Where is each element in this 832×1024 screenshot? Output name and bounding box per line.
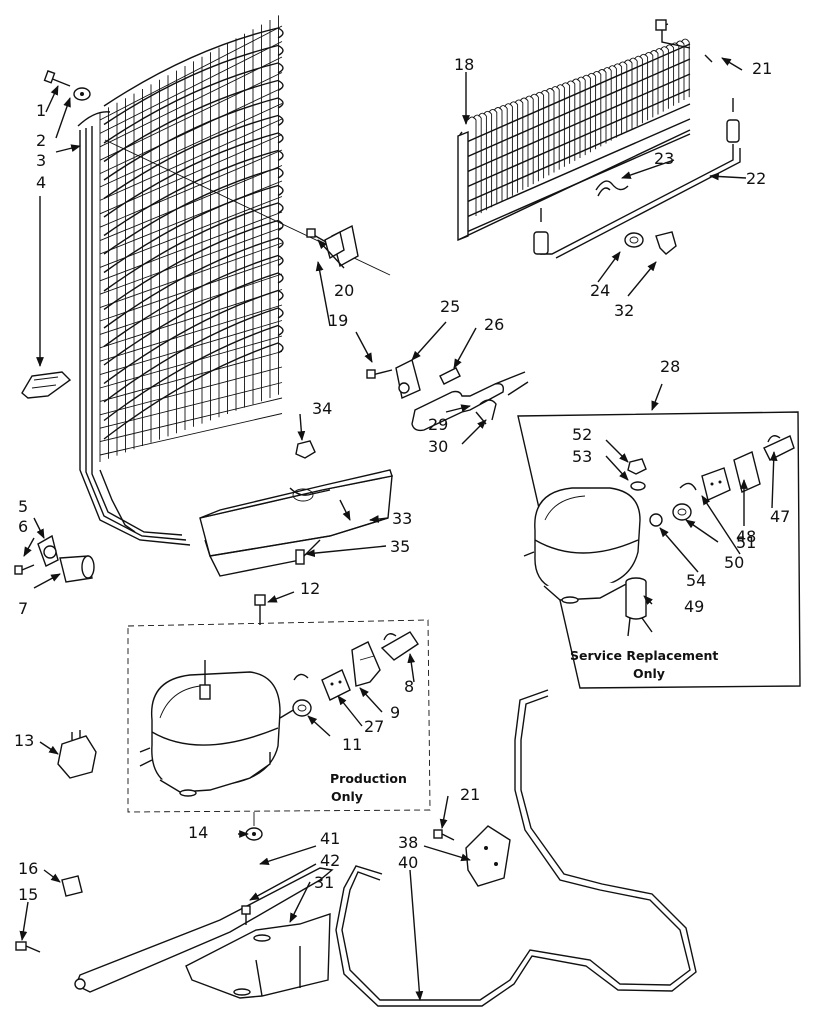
callout-53: 53 [572,447,592,466]
production-caption-line2: Only [331,789,363,804]
callout-33: 33 [392,509,412,528]
drain-pan-nut [295,440,316,459]
production-relay [321,669,351,701]
service-caption-line2: Only [633,666,665,681]
compressor-grommet [245,812,263,841]
callout-15: 15 [18,885,38,904]
callout-7: 7 [18,599,28,618]
capacitor [57,730,97,779]
callout-35: 35 [390,537,410,556]
service-caption-line1: Service Replacement [570,648,718,663]
production-retainer [380,631,419,661]
drain-pan-post [295,549,305,565]
condenser-bolt [43,70,71,87]
callout-47: 47 [770,507,790,526]
service-compressor [523,487,641,604]
leader-lines [19,57,778,1001]
block-screw [433,829,455,841]
callout-49: 49 [684,597,704,616]
capillary-line [533,98,741,259]
drier-bracket [395,358,421,399]
mounting-bracket [37,534,59,567]
base-rail [74,867,334,993]
callout-12: 12 [300,579,320,598]
service-washer [630,481,646,491]
callout-27: 27 [364,717,384,736]
screw-15 [15,941,41,953]
callout-20: 20 [334,281,354,300]
service-retainer [763,435,795,461]
condenser-mount-bracket [306,224,359,268]
service-cover [733,451,761,493]
callout-48: 48 [736,527,756,546]
callout-38: 38 [398,833,418,852]
rail-screw [241,905,251,925]
callout-4: 4 [36,173,46,192]
condenser-grommet [73,87,91,101]
compressor-bolt [254,594,266,625]
capillary-retainer [655,231,677,255]
drier-tube [439,367,461,385]
callout-2: 2 [36,131,46,150]
callout-19: 19 [328,311,348,330]
callout-22: 22 [746,169,766,188]
callout-labels: 1234567891112131415161819202122232425262… [14,55,790,904]
drier-screw [366,369,393,379]
callout-23: 23 [654,149,674,168]
service-overload [672,482,697,521]
service-relay [701,467,731,501]
production-caption-line1: Production [330,771,407,786]
callout-31: 31 [314,873,334,892]
callout-11: 11 [342,735,362,754]
callout-28: 28 [660,357,680,376]
clip-16 [61,875,83,897]
evaporator-coil [457,19,713,242]
callout-21: 21 [752,59,772,78]
callout-14: 14 [188,823,208,842]
condenser-clip [21,371,72,399]
callout-24: 24 [590,281,610,300]
callout-25: 25 [440,297,460,316]
callout-1: 1 [36,101,46,120]
callout-50: 50 [724,553,744,572]
condenser-coil [77,15,391,546]
bracket-screw [14,564,35,575]
callout-21-lower: 21 [460,785,480,804]
callout-9: 9 [390,703,400,722]
callout-5: 5 [18,497,28,516]
callout-26: 26 [484,315,504,334]
tube-mount-block [465,825,511,887]
callout-6: 6 [18,517,28,536]
production-overload [292,673,312,717]
callout-18: 18 [454,55,474,74]
evaporator-clip [595,180,629,197]
callout-32: 32 [614,301,634,320]
callout-51: 51 [736,533,756,552]
capillary-grommet [624,232,644,248]
service-nut [627,458,647,475]
production-compressor [139,660,301,797]
callout-16: 16 [18,859,38,878]
callout-34: 34 [312,399,332,418]
grommet-sleeve [59,555,95,583]
callout-29: 29 [428,415,448,434]
callout-54: 54 [686,571,706,590]
callout-52: 52 [572,425,592,444]
callout-41: 41 [320,829,340,848]
production-cover [351,641,381,687]
base-tray [185,913,331,999]
service-capacitor [625,577,653,637]
callout-42: 42 [320,851,340,870]
production-only-box [127,619,431,813]
suction-tube-loop [335,689,697,1007]
filter-drier [411,371,529,432]
callout-3: 3 [36,151,46,170]
callout-8: 8 [404,677,414,696]
callout-40: 40 [398,853,418,872]
service-connector [649,513,663,527]
callout-13: 13 [14,731,34,750]
callout-30: 30 [428,437,448,456]
